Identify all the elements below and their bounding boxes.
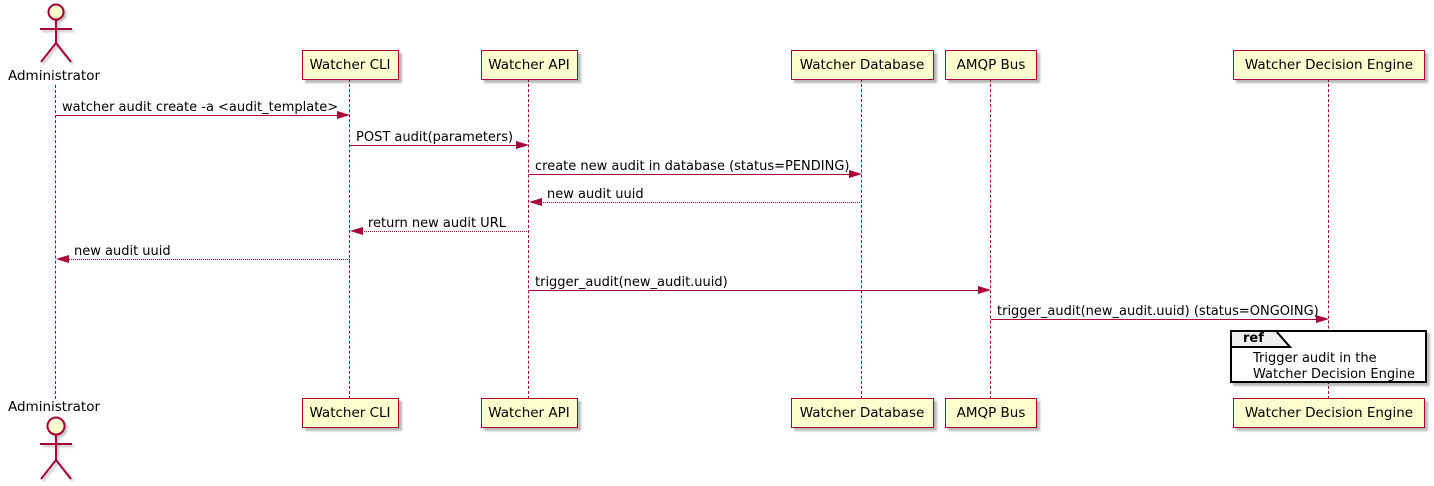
actor-icon-administrator-top: [37, 2, 75, 68]
lifeline-watcher-database: [861, 79, 862, 399]
message-arrowhead-4: [350, 227, 363, 235]
participant-label: Watcher Decision Engine: [1244, 57, 1414, 73]
message-arrowhead-2: [849, 170, 862, 178]
message-label-6: trigger_audit(new_audit.uuid): [535, 275, 728, 290]
ref-keyword: ref: [1243, 331, 1264, 346]
participant-watcher-database-top: Watcher Database: [790, 50, 934, 80]
message-line-7: [991, 319, 1317, 320]
participant-administrator-bottom-label: Administrator: [7, 399, 101, 415]
message-arrowhead-1: [516, 141, 529, 149]
participant-watcher-database-bottom: Watcher Database: [790, 398, 934, 428]
lifeline-administrator: [55, 85, 56, 399]
lifeline-watcher-decision-engine: [1328, 79, 1329, 399]
message-label-5: new audit uuid: [74, 244, 171, 259]
message-label-3: new audit uuid: [547, 187, 644, 202]
participant-label: Watcher CLI: [309, 405, 391, 421]
message-label-0: watcher audit create -a <audit_template>: [62, 100, 339, 115]
actor-icon-administrator-bottom: [37, 413, 75, 486]
participant-amqp-bus-bottom: AMQP Bus: [945, 398, 1037, 428]
participant-watcher-api-top: Watcher API: [480, 50, 578, 80]
lifeline-watcher-api: [528, 79, 529, 399]
message-line-4: [362, 231, 529, 232]
participant-watcher-decision-engine-bottom: Watcher Decision Engine: [1233, 398, 1425, 428]
message-label-7: trigger_audit(new_audit.uuid) (status=ON…: [997, 304, 1319, 319]
participant-label: Watcher Database: [799, 405, 925, 421]
message-label-4: return new audit URL: [368, 216, 506, 231]
ref-text-line: Trigger audit in the: [1253, 351, 1377, 366]
message-line-1: [350, 145, 517, 146]
ref-fragment: ref Trigger audit in the Watcher Decisio…: [1230, 330, 1427, 383]
participant-label: Watcher CLI: [309, 57, 391, 73]
participant-label: Watcher API: [488, 405, 570, 421]
participant-label: Watcher API: [488, 57, 570, 73]
participant-label: Watcher Database: [799, 57, 925, 73]
message-line-3: [541, 202, 862, 203]
message-arrowhead-0: [337, 111, 350, 119]
message-label-2: create new audit in database (status=PEN…: [535, 159, 850, 174]
participant-watcher-cli-bottom: Watcher CLI: [301, 398, 399, 428]
lifeline-watcher-cli: [349, 79, 350, 399]
participant-label: AMQP Bus: [956, 57, 1026, 73]
message-arrowhead-5: [56, 255, 69, 263]
message-line-5: [68, 259, 350, 260]
participant-amqp-bus-top: AMQP Bus: [945, 50, 1037, 80]
ref-tab: ref: [1230, 330, 1294, 349]
participant-watcher-decision-engine-top: Watcher Decision Engine: [1233, 50, 1425, 80]
message-arrowhead-6: [978, 286, 991, 294]
ref-tab-shape: [1230, 330, 1293, 348]
ref-text: Trigger audit in the Watcher Decision En…: [1253, 351, 1415, 383]
participant-label: AMQP Bus: [956, 405, 1026, 421]
participant-watcher-api-bottom: Watcher API: [480, 398, 578, 428]
message-label-1: POST audit(parameters): [356, 130, 514, 145]
participant-label: Watcher Decision Engine: [1244, 405, 1414, 421]
participant-watcher-cli-top: Watcher CLI: [301, 50, 399, 80]
message-line-0: [56, 115, 338, 116]
message-line-2: [529, 174, 850, 175]
ref-text-line: Watcher Decision Engine: [1253, 367, 1415, 382]
message-line-6: [529, 290, 979, 291]
message-arrowhead-3: [529, 198, 542, 206]
participant-administrator-top-label: Administrator: [7, 68, 101, 84]
lifeline-amqp-bus: [990, 79, 991, 399]
message-arrowhead-7: [1316, 315, 1329, 323]
